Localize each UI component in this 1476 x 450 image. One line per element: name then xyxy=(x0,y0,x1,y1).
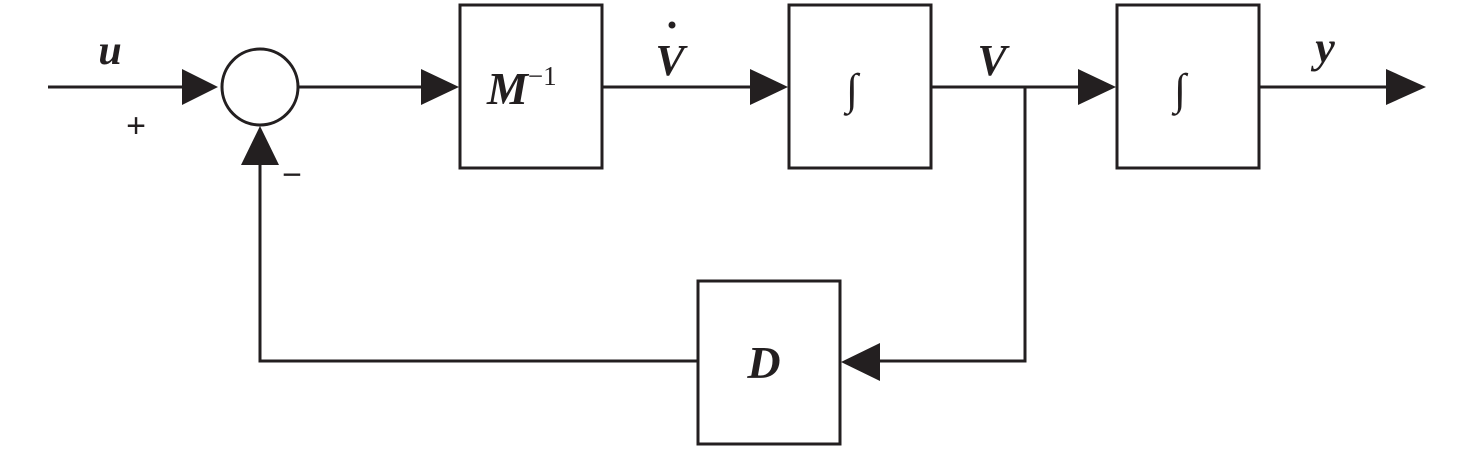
arrowhead-integrator-1-input xyxy=(750,69,788,105)
inverse-mass-symbol: M xyxy=(486,63,530,114)
damping-label: D xyxy=(746,337,780,388)
feedback-branch-wire xyxy=(878,87,1027,363)
input-signal-label: u xyxy=(98,28,121,74)
arrowhead-output xyxy=(1386,69,1426,105)
output-signal-label: y xyxy=(1310,23,1335,72)
arrowhead-feedback-junction xyxy=(241,126,279,165)
damping-block xyxy=(696,279,842,446)
minus-sign: − xyxy=(282,156,302,194)
arrowhead-inverse-mass-input xyxy=(421,69,459,105)
velocity-derivative-label: V xyxy=(655,36,688,85)
inverse-mass-label: M−1 xyxy=(486,61,557,114)
integrator-1-symbol: ∫ xyxy=(843,65,861,116)
arrowhead-integrator-2-input xyxy=(1078,69,1116,105)
integrator-2-block xyxy=(1115,3,1261,170)
summing-junction xyxy=(220,47,300,127)
arrowhead-input xyxy=(182,69,218,105)
inverse-mass-exponent: −1 xyxy=(528,61,557,91)
inverse-mass-block xyxy=(458,3,604,170)
velocity-label: V xyxy=(977,36,1010,85)
feedback-return-wire xyxy=(258,162,698,363)
plus-sign: + xyxy=(126,107,146,145)
velocity-derivative-dot xyxy=(668,21,676,29)
integrator-1-block xyxy=(787,3,933,170)
integrator-2-symbol: ∫ xyxy=(1171,65,1189,116)
arrowhead-damping-input xyxy=(841,343,880,381)
